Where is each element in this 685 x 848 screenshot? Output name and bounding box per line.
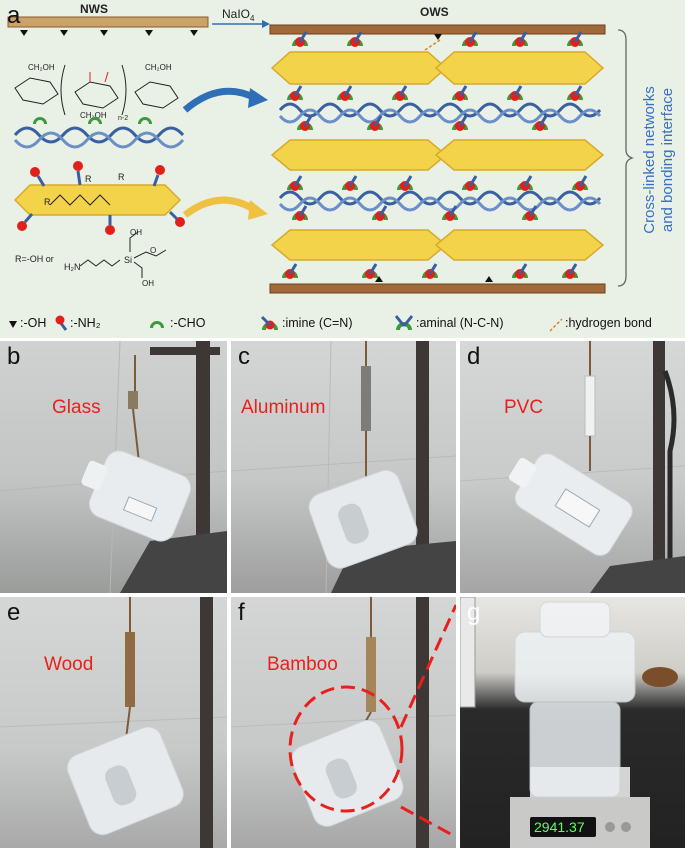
photo-aluminum-scene [231,341,456,593]
chem-oh-1: OH [130,228,142,237]
legend-aminal: :aminal (N-C-N) [416,316,504,330]
chem-r-2: R [85,174,92,184]
chem-ch2oh-1: CH₂OH [28,63,55,72]
imine-legend-icon [260,315,278,330]
material-label-aluminum: Aluminum [241,397,326,418]
reagent-label: NaIO4 [222,7,255,23]
highlight-circle [288,685,404,813]
network-chains [278,102,602,212]
panel-d-label: d [467,343,481,370]
ows-bottom-bar [269,283,606,294]
photo-glass: b Glass [0,341,227,593]
chem-oh-2: OH [142,279,154,288]
cho-legend-icon [150,321,164,328]
scale-display: 2941.37 [534,819,585,835]
schematic-svg: NWS NaIO4 CH₂OH CH₂OH CH₂OH n-2 [7,2,676,332]
legend-hbond: :hydrogen bond [565,316,652,330]
photo-wood: e Wood [0,597,227,848]
photo-aluminum: c Aluminum [231,341,456,593]
chem-r-1: R [44,197,51,207]
photo-pvc-scene [460,341,685,593]
curved-arrow-yellow [182,196,257,218]
nws-bar [7,16,209,28]
panel-a-label: a [7,2,21,29]
panel-c-label: c [238,343,250,370]
panel-a-schematic: NWS NaIO4 CH₂OH CH₂OH CH₂OH n-2 [0,0,685,338]
photo-scale: 2941.37 g [460,597,685,848]
legend-oh: :-OH [20,316,47,330]
hbond-legend-icon [549,318,563,332]
network-bracket [617,29,635,287]
oh-markers [20,30,198,36]
panel-b-label: b [7,343,21,370]
photo-bamboo: f Bamboo [231,597,456,848]
hexagon-left [13,184,182,216]
chem-r-def: R=-OH or [15,254,54,264]
panel-e-label: e [7,599,21,626]
nws-label: NWS [80,2,108,16]
material-label-bamboo: Bamboo [267,654,338,675]
photo-pvc: d PVC [460,341,685,593]
curved-arrow-blue [182,87,257,113]
photo-scale-scene: 2941.37 [460,597,678,848]
aminal-legend-icon [394,315,414,330]
legend-imine: :imine (C=N) [282,316,353,330]
legend-nh2: :-NH₂ [70,316,101,330]
chem-ch2oh-2: CH₂OH [145,63,172,72]
chem-si: Si [124,255,132,265]
material-label-glass: Glass [52,397,101,418]
material-label-wood: Wood [44,654,94,675]
side-label-line1: Cross-linked networks [641,86,658,234]
photo-wood-scene [0,597,227,848]
network-hexagons [270,51,605,261]
chem-n: n-2 [118,115,128,122]
panel-g-label: g [467,599,481,626]
chem-ch2oh-3: CH₂OH [80,111,107,120]
chem-o: O [150,246,156,255]
panel-f-label: f [238,599,245,626]
legend-cho: :-CHO [170,316,206,330]
ows-top-bar [269,24,606,35]
ows-label: OWS [420,5,449,19]
chem-r-3: R [118,172,125,182]
material-label-pvc: PVC [504,397,544,418]
photo-bamboo-scene [231,597,456,848]
photo-glass-scene [0,341,227,593]
chem-amine: H₂N [64,262,81,272]
side-label-line2: and bonding interface [659,88,676,232]
nh2-legend-icon [55,315,68,331]
polysaccharide-structure [14,64,179,116]
oh-legend-icon [9,321,17,328]
